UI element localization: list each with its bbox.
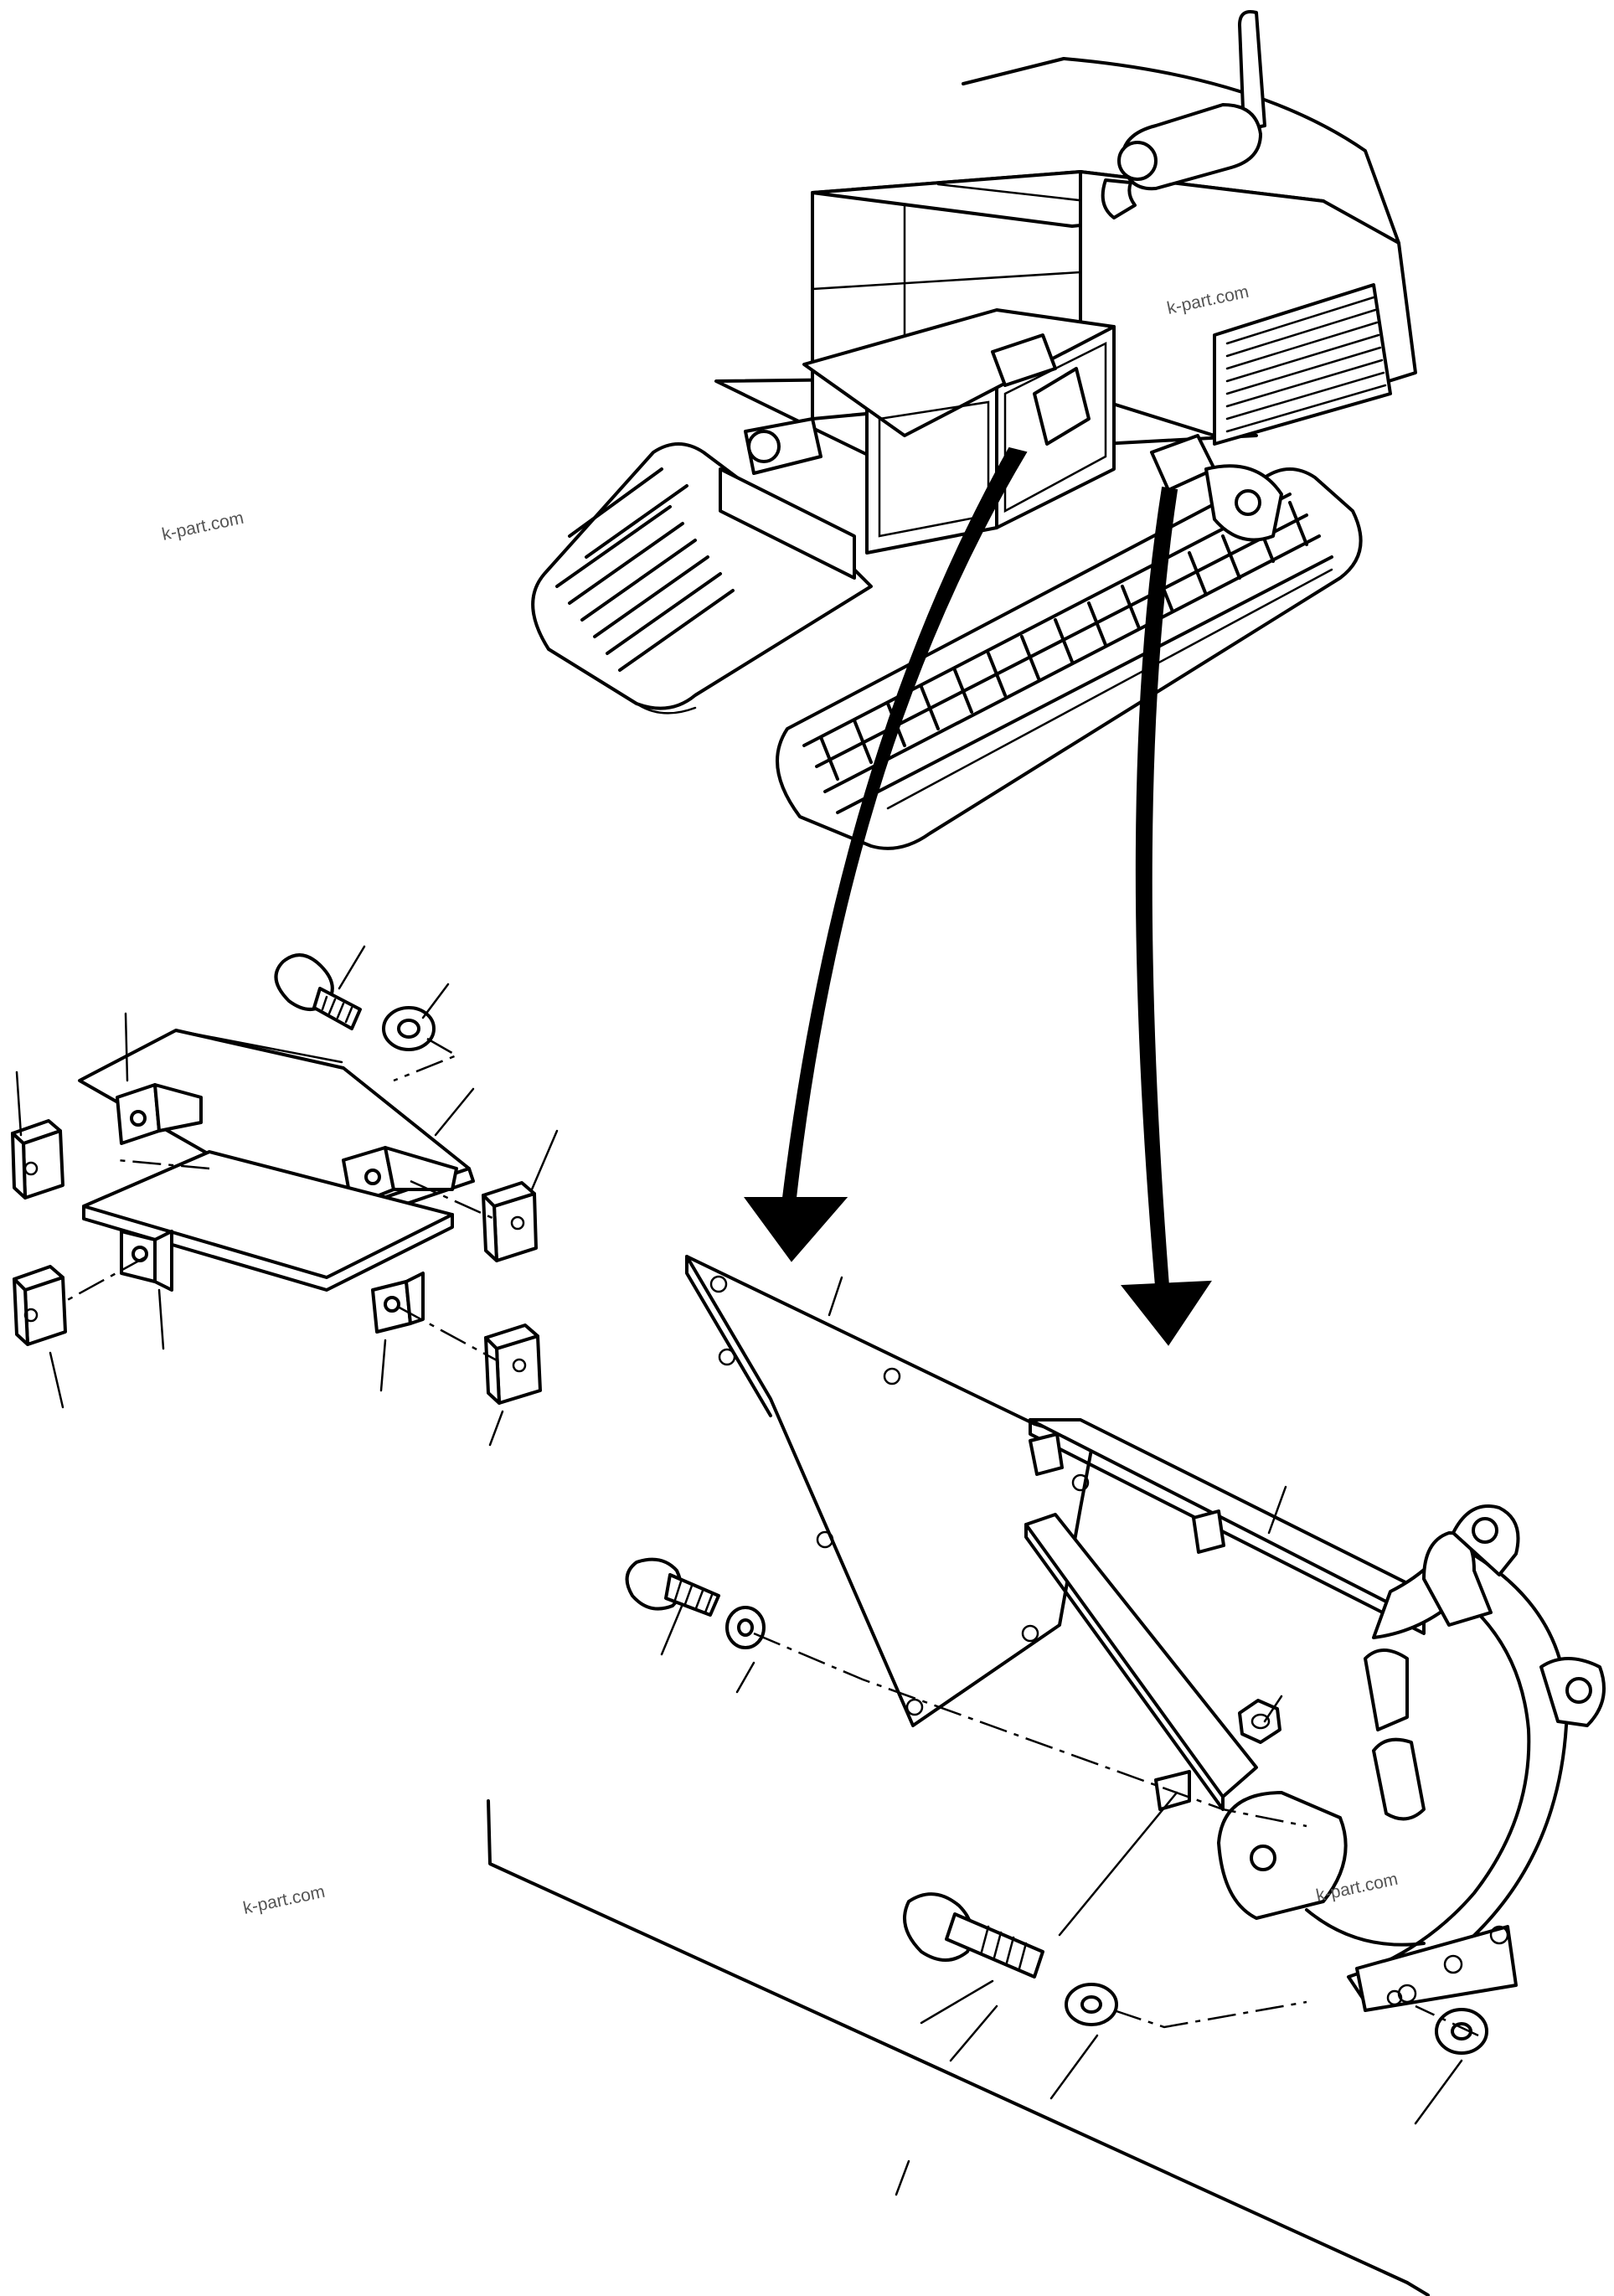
support-bracket-assembly — [487, 1255, 1606, 2296]
arrow-left — [744, 446, 1028, 1262]
rubber-block-2 — [13, 1265, 67, 1346]
step-plate-assembly — [11, 945, 559, 1447]
washer-small — [382, 1006, 436, 1051]
washer-large — [1065, 1983, 1118, 2026]
washer-lower-right — [1435, 2008, 1488, 2055]
rubber-block-1 — [11, 1119, 64, 1200]
bolt-large — [903, 1892, 1044, 1979]
arrow-right — [1121, 486, 1212, 1346]
washer-medium — [725, 1606, 766, 1649]
rubber-block-3 — [482, 1181, 538, 1262]
watermark-2: k-part.com — [160, 508, 245, 544]
bolt-medium — [625, 1557, 720, 1617]
rubber-block-4 — [484, 1323, 542, 1405]
left-track — [531, 442, 873, 715]
watermark-3: k-part.com — [241, 1882, 327, 1918]
bolt-small — [274, 953, 362, 1030]
mount-ring — [1217, 1504, 1606, 2012]
excavator-illustration — [531, 10, 1417, 850]
hex-nut — [1238, 1699, 1281, 1744]
